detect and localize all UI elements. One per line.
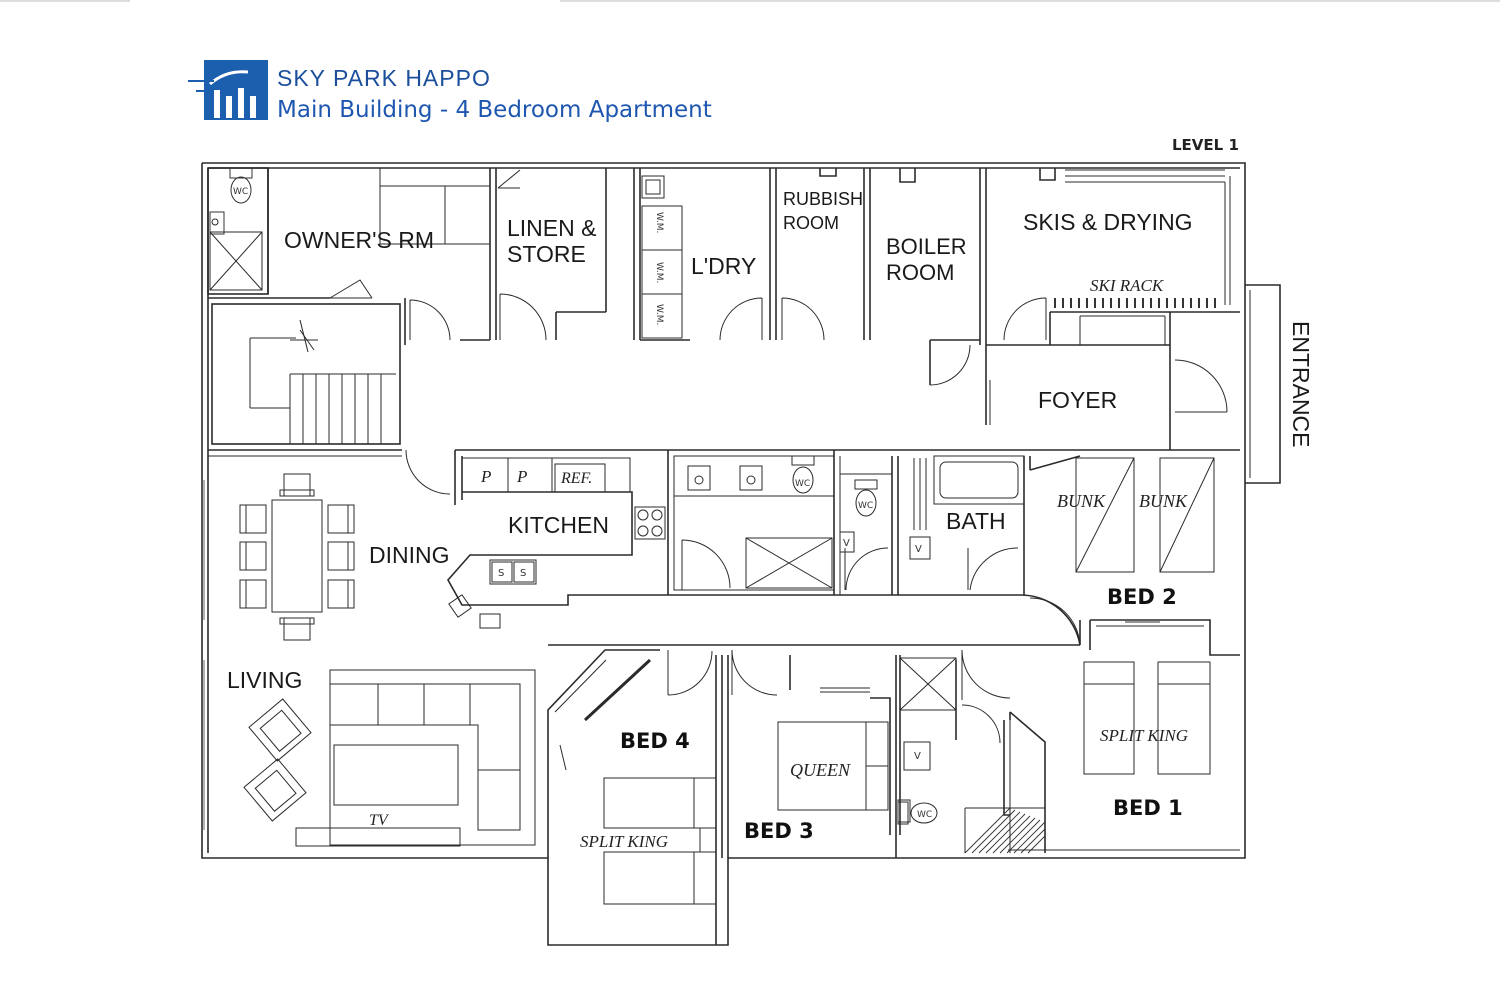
toilet-icons [211,218,938,825]
sink-label-1: S [498,568,504,579]
label-bed1: BED 1 [1113,796,1183,820]
label-split-king-4: SPLIT KING [580,832,668,851]
label-laundry: L'DRY [691,253,756,279]
washing-machines [641,205,683,339]
fixture-labels: WC W.M. W.M. W.M. P P REF. S S WC WC V V… [233,187,932,820]
pantry-label-2: P [516,467,527,486]
label-kitchen: KITCHEN [508,512,609,538]
vanity-label-2: V [915,544,922,555]
label-bath: BATH [946,508,1006,534]
wm-label-2: W.M. [654,262,664,283]
vanity-label-1: V [843,538,850,549]
level-label: LEVEL 1 [1172,136,1239,154]
label-foyer: FOYER [1038,387,1117,413]
bottom-walls [547,649,1240,945]
sky-park-logo-icon [188,60,268,120]
ski-rack [1054,298,1216,308]
label-skis: SKIS & DRYING [1023,209,1193,235]
label-tv: TV [369,812,390,829]
sink-label-2: S [520,568,526,579]
room-labels: OWNER'S RM LINEN & STORE L'DRY RUBBISH R… [227,189,1314,851]
label-ski-rack: SKI RACK [1090,276,1165,295]
wc-label-ensuite: WC [917,810,932,820]
label-rubbish-1: RUBBISH [783,189,863,209]
label-boiler-1: BOILER [886,234,967,259]
entrance-wall [1245,284,1281,484]
pantry-label-1: P [480,467,491,486]
dining-table [239,473,501,641]
label-linen-1: LINEN & [507,215,596,241]
label-bunk-a: BUNK [1057,491,1106,511]
door-swings-top [329,279,1228,495]
vanity-label-3: V [914,751,921,762]
door-swings-middle [681,539,1081,646]
label-linen-2: STORE [507,241,586,267]
wc-label-owner: WC [233,187,248,197]
wc-label-bath2: WC [858,501,873,511]
staircase [211,303,401,445]
label-dining: DINING [369,542,450,568]
label-bed2: BED 2 [1107,585,1177,609]
label-split-king-1: SPLIT KING [1100,726,1188,745]
door-swings-bottom [667,649,1011,744]
label-bed4: BED 4 [620,729,690,753]
owner-wc-fixture [209,167,253,235]
label-living: LIVING [227,667,302,693]
label-bed3: BED 3 [744,819,814,843]
label-rubbish-2: ROOM [783,213,839,233]
label-owners-rm: OWNER'S RM [284,227,434,253]
label-queen: QUEEN [790,760,851,780]
label-entrance: ENTRANCE [1288,321,1314,448]
top-row-walls [207,167,1240,451]
plan-subtitle: Main Building - 4 Bedroom Apartment [277,97,712,123]
wm-label-3: W.M. [654,304,664,325]
living-sofa [243,669,536,847]
label-bunk-b: BUNK [1139,491,1188,511]
middle-walls [208,449,1240,656]
wc-label-bath1: WC [795,479,810,489]
ref-label: REF. [560,470,592,487]
wm-label-1: W.M. [654,212,664,233]
label-boiler-2: ROOM [886,260,954,285]
brand-title: SKY PARK HAPPO [277,65,491,91]
